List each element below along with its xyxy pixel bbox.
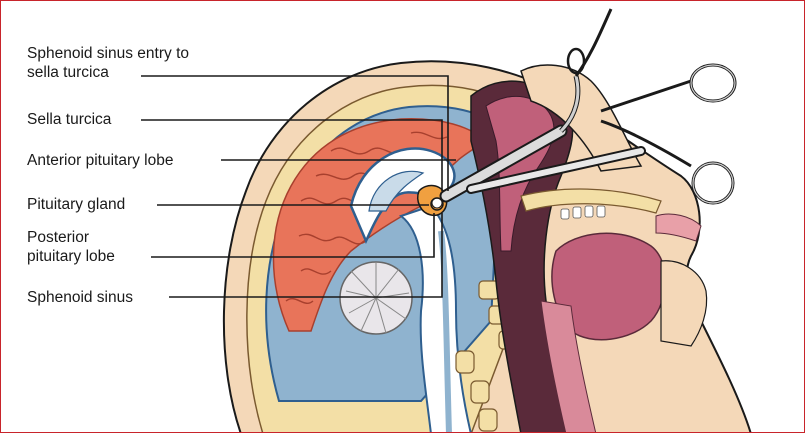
label-sphenoid-sinus: Sphenoid sinus: [27, 289, 133, 306]
label-posterior-line2: pituitary lobe: [27, 248, 115, 265]
cerebellum: [340, 262, 412, 334]
label-posterior-line1: Posterior: [27, 229, 89, 246]
label-pituitary-gland: Pituitary gland: [27, 196, 125, 213]
label-sphenoid-entry-line2: sella turcica: [27, 64, 109, 81]
label-sella-turcica: Sella turcica: [27, 111, 111, 128]
label-sphenoid-entry-line1: Sphenoid sinus entry to: [27, 45, 189, 62]
label-anterior-pituitary-lobe: Anterior pituitary lobe: [27, 152, 173, 169]
